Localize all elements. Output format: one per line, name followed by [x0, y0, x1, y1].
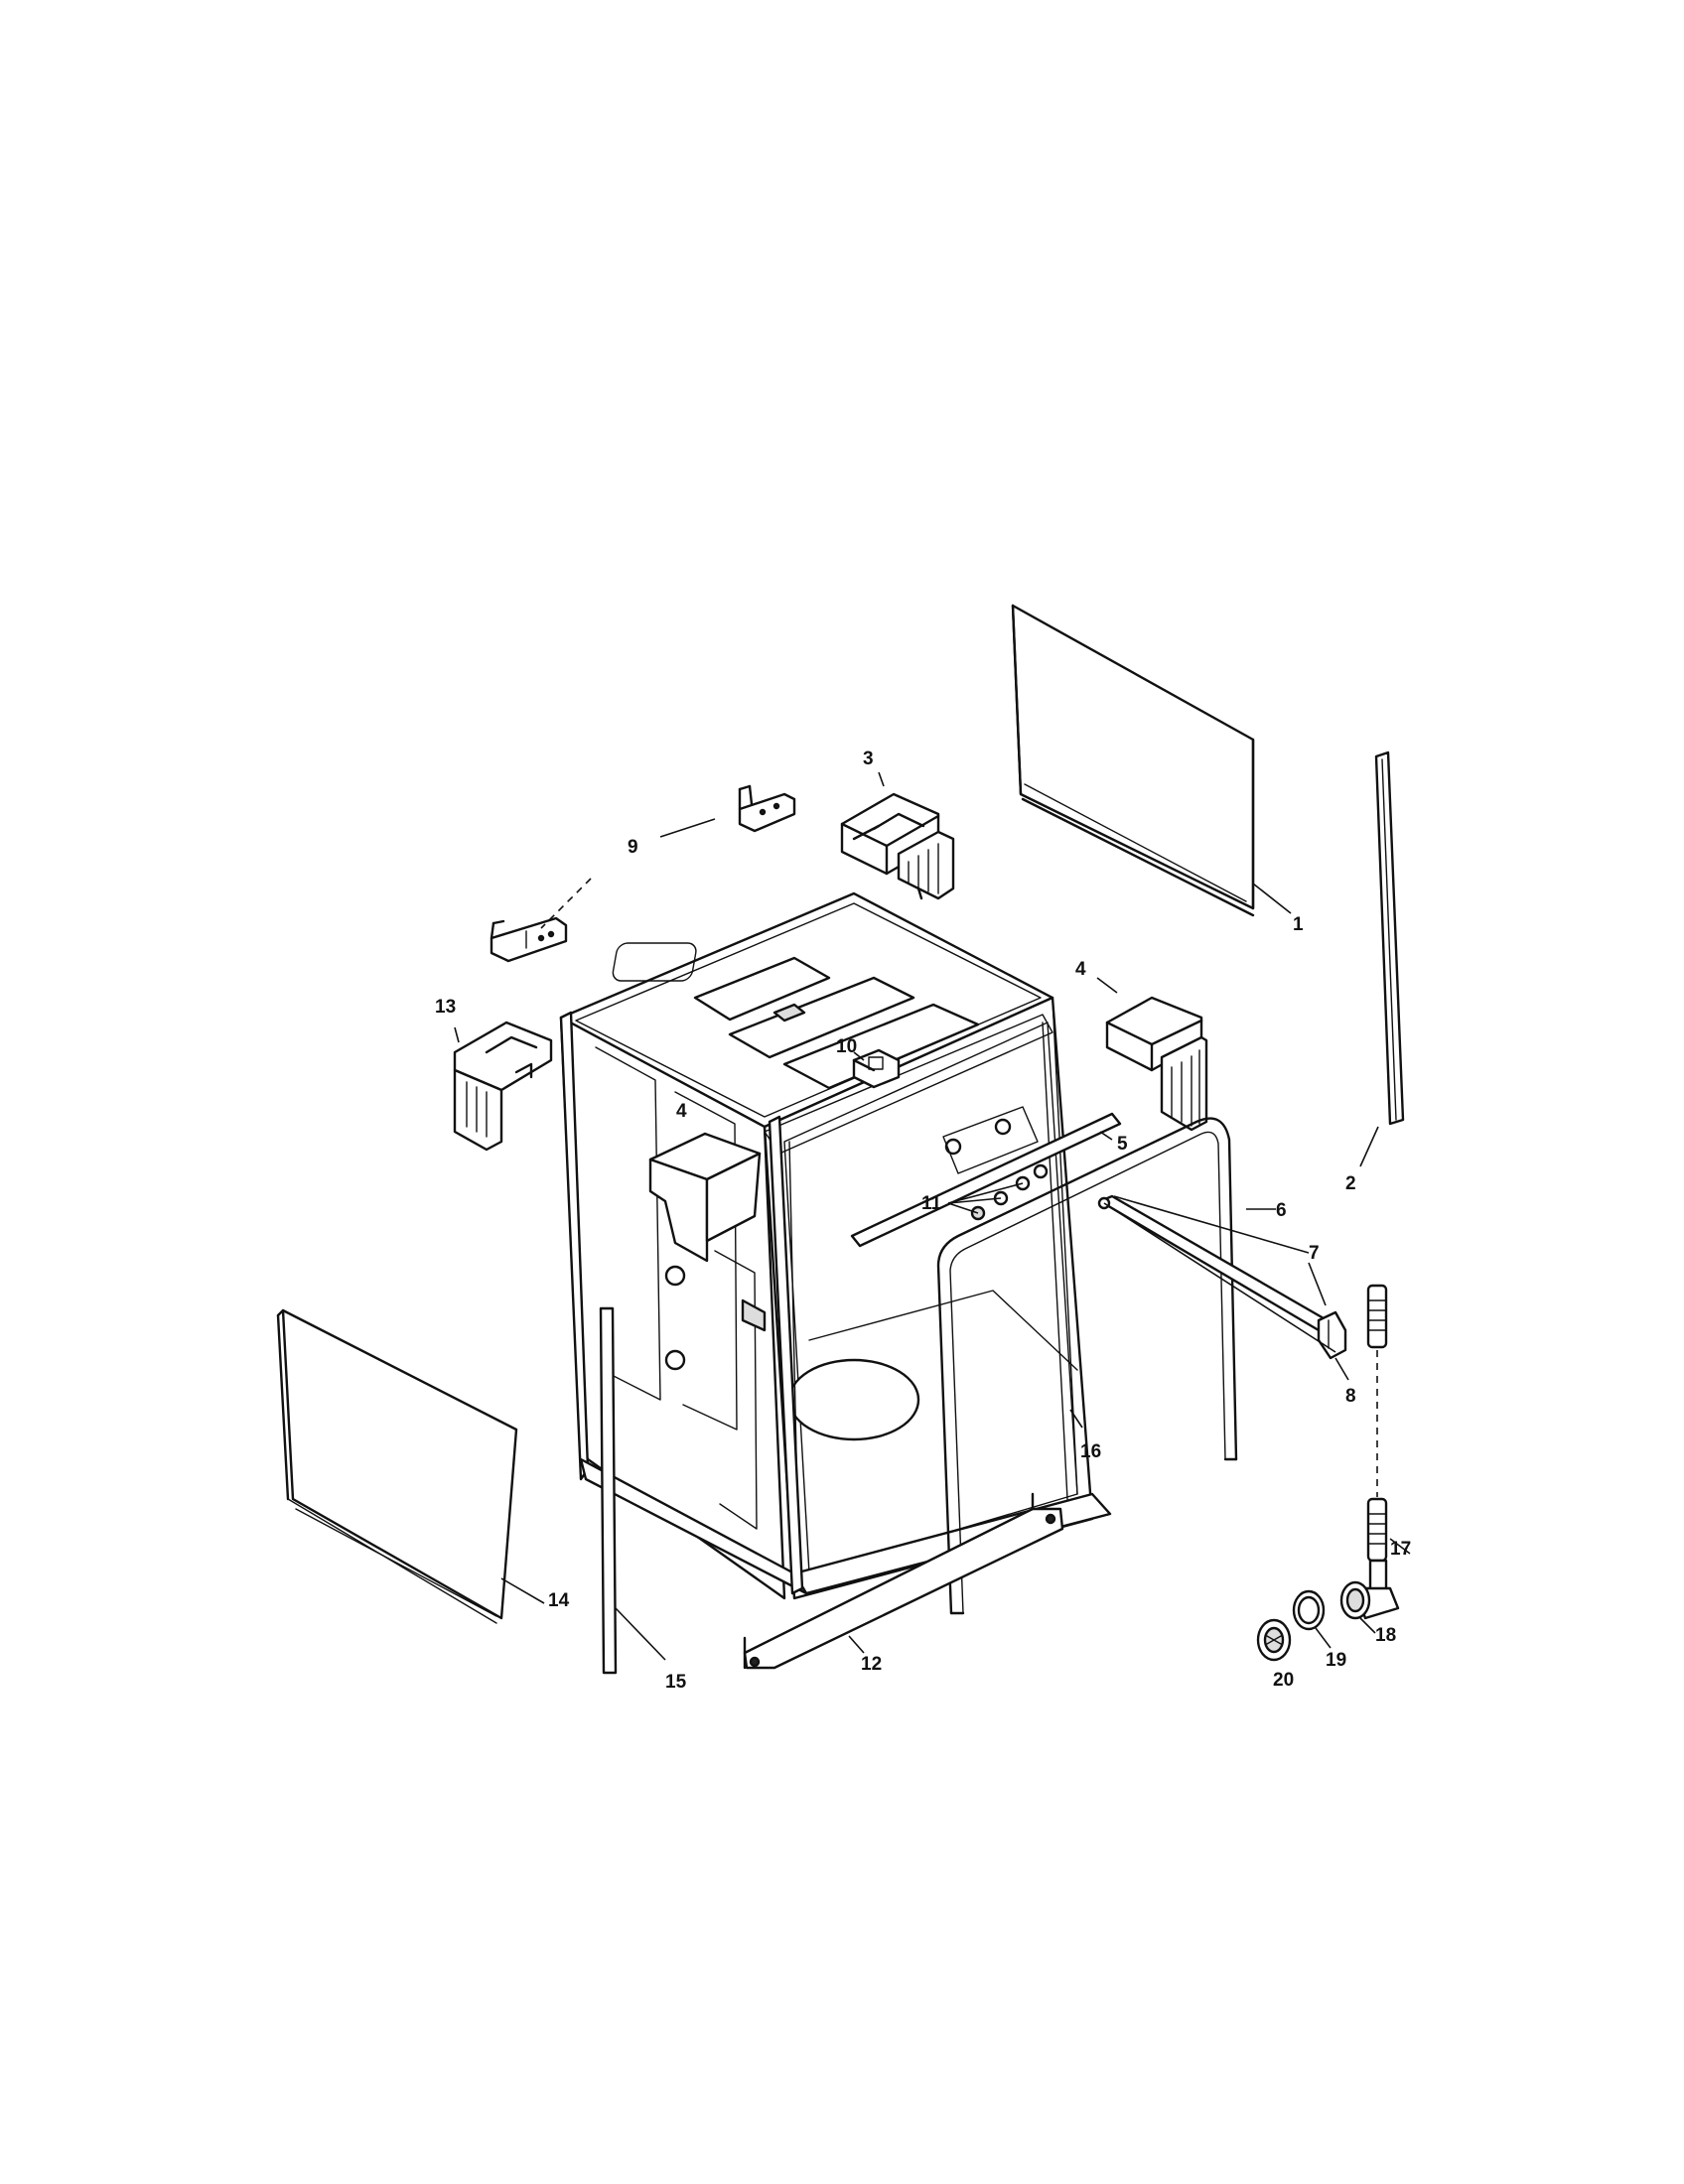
callout-6: 6: [1276, 1200, 1287, 1221]
part-9-mounting-clips: [490, 784, 796, 963]
part-13-side-bracket: [453, 1021, 553, 1152]
callout-14: 14: [548, 1590, 570, 1611]
callout-11: 11: [921, 1193, 942, 1214]
callout-16: 16: [1080, 1441, 1101, 1462]
callout-20: 20: [1273, 1670, 1294, 1691]
part-10-latch: [852, 1048, 901, 1089]
callout-3: 3: [863, 749, 874, 769]
callout-18: 18: [1375, 1625, 1396, 1646]
callout-8: 8: [1345, 1386, 1356, 1407]
part-20-cap: [1256, 1618, 1292, 1662]
callout-labels: 1 2 3 4 4 5 6 7 8 9 10 11 12 13 14 15 16…: [435, 749, 1411, 1693]
part-8-end-cap: [1317, 1310, 1347, 1360]
part-14-lower-panel: [276, 1308, 518, 1624]
part-17-connector: [1366, 1284, 1388, 1563]
part-5-rail: [850, 1112, 1122, 1248]
part-2-side-strip: [1374, 751, 1405, 1126]
part-16-tub: [559, 891, 1112, 1600]
part-1-panel: [1011, 604, 1255, 917]
leader-lines: [454, 771, 1411, 1661]
part-4-left-bracket: [648, 1132, 762, 1263]
callout-2: 2: [1345, 1173, 1356, 1194]
callout-12: 12: [861, 1654, 882, 1675]
part-6-loop-gasket: [936, 1117, 1238, 1615]
callout-7: 7: [1309, 1243, 1320, 1264]
callout-4-right: 4: [1075, 959, 1086, 980]
callout-5: 5: [1117, 1134, 1128, 1155]
callout-1: 1: [1293, 914, 1304, 935]
part-12-bottom-rail: [743, 1492, 1064, 1670]
part-15-vertical-gasket: [599, 1306, 618, 1675]
part-4-right-bracket: [1105, 996, 1208, 1132]
part-19-ring: [1292, 1589, 1326, 1631]
part-3-bracket: [840, 792, 955, 900]
callout-4-left: 4: [676, 1101, 687, 1122]
callout-9: 9: [628, 837, 638, 858]
part-7-arm: [1097, 1194, 1333, 1332]
callout-13: 13: [435, 997, 456, 1018]
part-18-drain-fitting: [1339, 1559, 1400, 1620]
callout-19: 19: [1326, 1650, 1346, 1671]
callout-10: 10: [836, 1036, 857, 1057]
callout-17: 17: [1390, 1539, 1411, 1560]
callout-15: 15: [665, 1672, 687, 1693]
